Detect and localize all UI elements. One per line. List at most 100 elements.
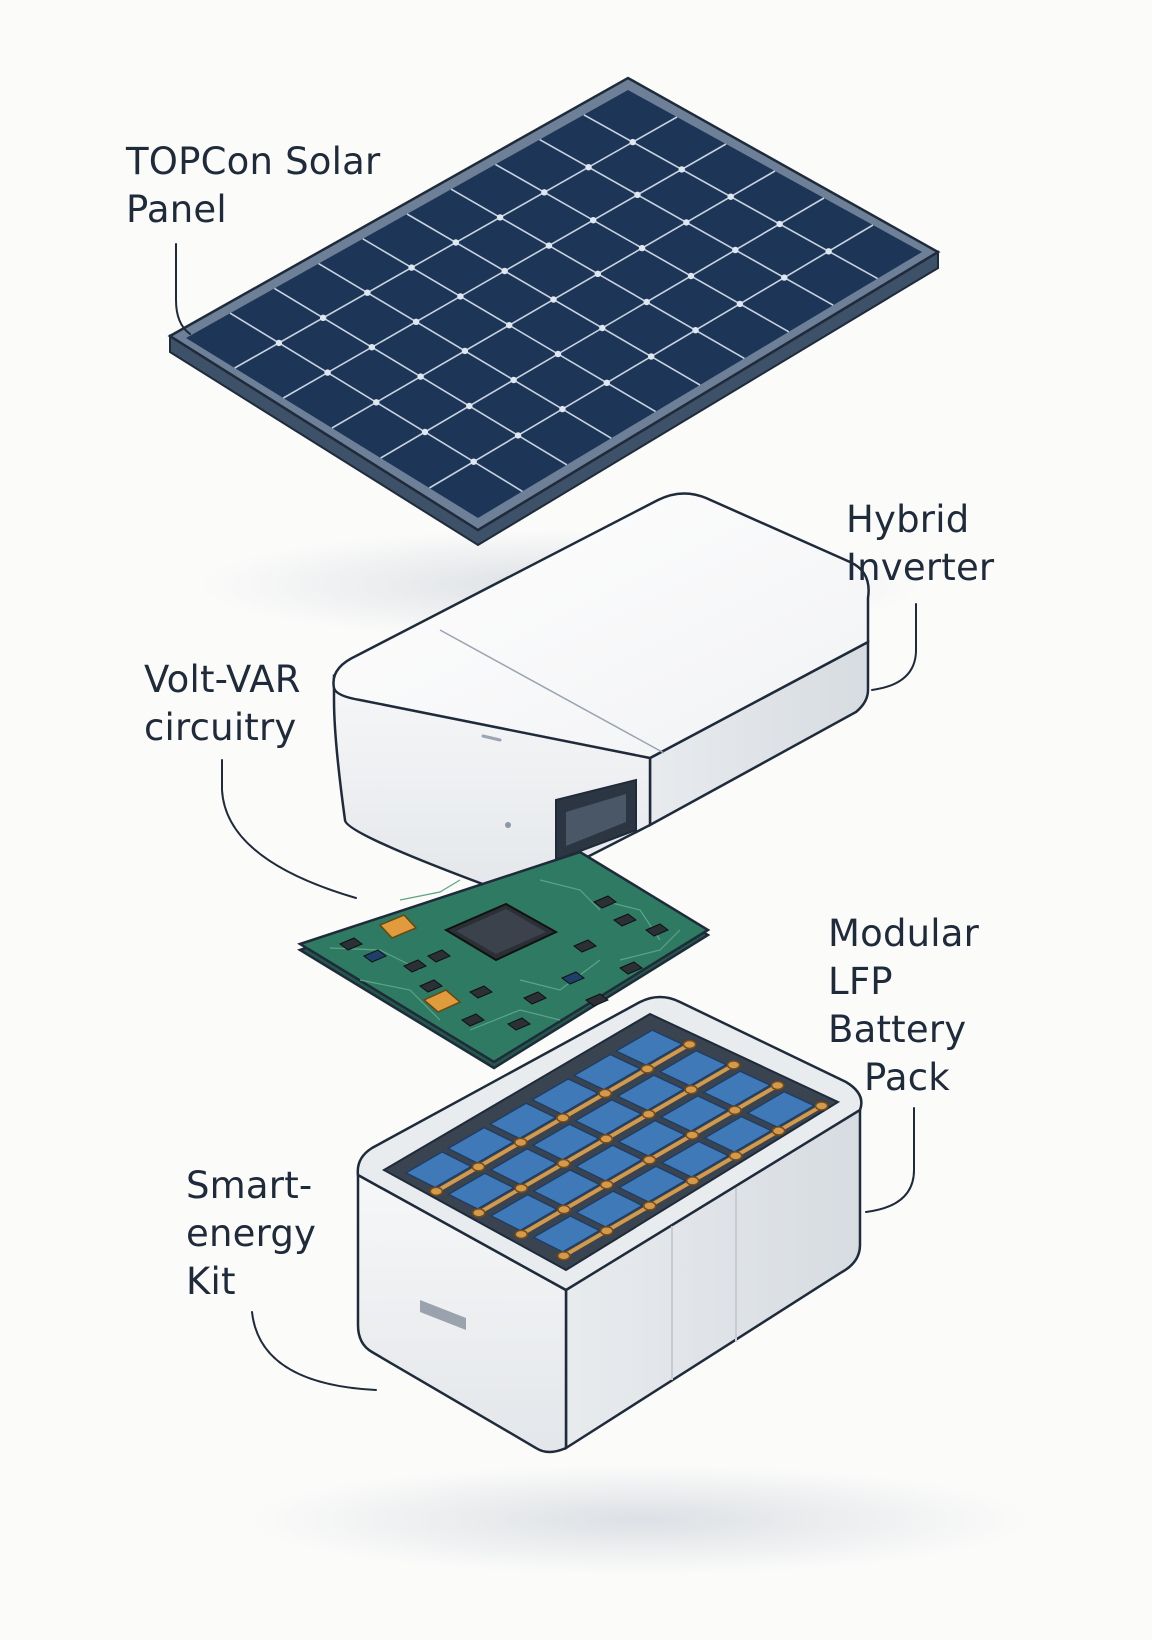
panel-cell-junction bbox=[727, 193, 734, 200]
label-inverter: Hybrid Inverter bbox=[846, 496, 994, 592]
label-line: Volt-VAR bbox=[144, 658, 301, 701]
panel-cell-junction bbox=[692, 327, 699, 334]
battery-cell bbox=[617, 1165, 687, 1203]
battery-terminal bbox=[429, 1186, 443, 1197]
pcb-component bbox=[619, 961, 643, 975]
battery-cell bbox=[614, 1029, 684, 1066]
battery-cell bbox=[574, 1144, 644, 1182]
battery-cell bbox=[660, 1140, 730, 1178]
pcb-component bbox=[585, 993, 609, 1007]
label-kit: Smart- energy Kit bbox=[186, 1162, 316, 1306]
panel-cell-junction bbox=[634, 191, 641, 198]
panel-cell-junction bbox=[550, 296, 557, 303]
panel-cell-junction bbox=[412, 318, 420, 325]
panel-cell-junction bbox=[554, 350, 562, 358]
panel-cell-junction bbox=[590, 217, 597, 224]
panel-cell-junction bbox=[545, 242, 553, 249]
pcb-component bbox=[419, 979, 443, 993]
pcb-trace bbox=[539, 879, 601, 911]
battery-terminal bbox=[770, 1080, 785, 1091]
panel-cell-junction bbox=[736, 300, 744, 308]
pcb-component bbox=[645, 923, 669, 937]
panel-cell-junction bbox=[461, 347, 469, 355]
panel-cell-junction bbox=[368, 344, 376, 351]
panel-cell-junction bbox=[457, 293, 464, 300]
pcb-component bbox=[403, 959, 427, 973]
panel-cell-junction bbox=[514, 432, 522, 439]
battery-terminal bbox=[682, 1039, 697, 1050]
panel-cell-junction bbox=[781, 274, 788, 281]
panel-cell-junction bbox=[647, 353, 655, 360]
panel-cell-junction bbox=[594, 270, 601, 277]
pcb-component bbox=[427, 949, 451, 963]
label-battery: Modular LFP Battery Pack bbox=[828, 910, 979, 1102]
panel-cell-junction bbox=[638, 244, 646, 252]
panel-cell-junction bbox=[452, 239, 460, 246]
panel-cell-junction bbox=[559, 405, 566, 413]
battery-terminal bbox=[513, 1137, 528, 1148]
battery-cell bbox=[404, 1151, 473, 1189]
battery-terminal bbox=[598, 1088, 612, 1099]
battery-terminal bbox=[556, 1158, 571, 1169]
battery-terminal bbox=[685, 1176, 700, 1186]
inverter-box-icon bbox=[332, 492, 870, 907]
battery-terminal bbox=[814, 1101, 829, 1111]
panel-cell-junction bbox=[421, 428, 429, 436]
panel-cell-junction bbox=[678, 166, 685, 173]
panel-cell-junction bbox=[408, 264, 415, 271]
label-voltvar: Volt-VAR circuitry bbox=[144, 656, 301, 752]
panel-cell-junction bbox=[373, 399, 380, 406]
panel-cell-junction bbox=[541, 189, 548, 196]
battery-cell bbox=[658, 1049, 728, 1087]
panel-cell-junction bbox=[683, 219, 690, 226]
panel-cell-junction bbox=[501, 267, 508, 275]
panel-cell-junction bbox=[599, 324, 606, 332]
panel-cell-junction bbox=[629, 138, 636, 146]
battery-terminal bbox=[642, 1201, 657, 1211]
label-line: LFP bbox=[828, 960, 893, 1003]
battery-terminal bbox=[514, 1183, 528, 1193]
panel-cell-junction bbox=[506, 322, 513, 329]
panel-cell-junction bbox=[776, 220, 783, 228]
battery-cell bbox=[575, 1190, 644, 1228]
pcb-trace bbox=[519, 959, 601, 991]
pcb-trace bbox=[469, 1009, 561, 1031]
pcb-component bbox=[593, 895, 617, 909]
battery-shadow bbox=[250, 1465, 1030, 1575]
panel-cell-junction bbox=[470, 458, 477, 465]
leader-voltvar bbox=[221, 759, 357, 899]
battery-cell bbox=[489, 1148, 558, 1186]
panel-cell-junction bbox=[732, 246, 739, 254]
pcb-trace bbox=[359, 979, 441, 1021]
pcb-component bbox=[573, 939, 597, 953]
battery-terminal bbox=[728, 1105, 742, 1116]
battery-cell bbox=[446, 1126, 515, 1164]
battery-cell bbox=[532, 1215, 601, 1253]
leader-solar-panel bbox=[175, 243, 191, 335]
pcb-component bbox=[523, 991, 547, 1005]
circuit-board-icon bbox=[297, 850, 711, 1070]
pcb-component bbox=[507, 1017, 531, 1031]
battery-cell bbox=[532, 1169, 601, 1207]
panel-cell-junction bbox=[643, 298, 650, 306]
battery-cell bbox=[447, 1172, 516, 1210]
battery-terminal bbox=[640, 1064, 655, 1074]
label-line: Inverter bbox=[846, 546, 995, 589]
battery-cell bbox=[659, 1095, 729, 1132]
battery-terminal bbox=[642, 1155, 657, 1165]
label-solar-panel: TOPCon Solar Panel bbox=[126, 138, 380, 234]
label-line: Modular bbox=[828, 912, 980, 955]
battery-terminal bbox=[728, 1151, 743, 1161]
battery-terminal bbox=[514, 1229, 528, 1240]
pcb-component bbox=[469, 985, 493, 999]
battery-cell bbox=[489, 1193, 558, 1232]
label-line: energy bbox=[186, 1212, 317, 1255]
pcb-component bbox=[561, 971, 585, 985]
battery-terminal bbox=[557, 1251, 571, 1261]
battery-cell bbox=[616, 1074, 686, 1112]
leader-battery bbox=[865, 1107, 915, 1213]
battery-cell bbox=[702, 1070, 772, 1108]
panel-cell-junction bbox=[364, 289, 371, 296]
label-line: Battery bbox=[828, 1008, 967, 1051]
pcb-component bbox=[461, 1013, 485, 1027]
